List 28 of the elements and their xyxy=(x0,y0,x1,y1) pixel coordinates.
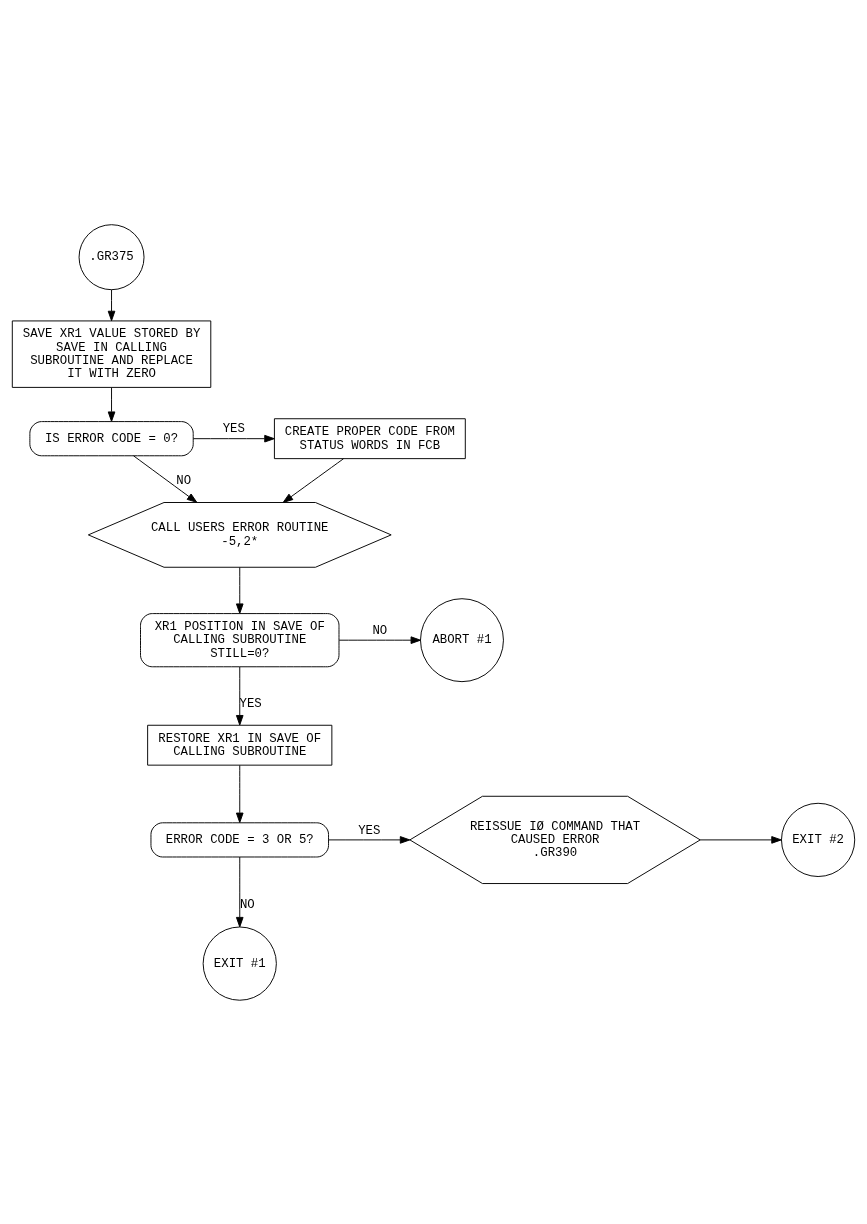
node-circle: EXIT #2 xyxy=(781,802,856,877)
arrow xyxy=(235,566,244,614)
arrow xyxy=(107,288,116,321)
edge-label: YES xyxy=(222,421,245,436)
edge-label: NO xyxy=(372,623,388,638)
edge-label: YES xyxy=(358,823,381,838)
node-box: IS ERROR CODE = 0? xyxy=(29,420,194,456)
arrow xyxy=(107,386,116,422)
node-box: ERROR CODE = 3 OR 5? xyxy=(150,821,330,857)
arrow xyxy=(235,764,244,823)
edge-label: NO xyxy=(176,473,192,488)
arrow xyxy=(338,635,422,644)
node-box: XR1 POSITION IN SAVE OF CALLING SUBROUTINE STILL=0? xyxy=(140,612,340,667)
arrow xyxy=(133,454,198,503)
arrow xyxy=(328,835,411,844)
arrow xyxy=(235,665,244,725)
arrow xyxy=(282,457,344,503)
arrow xyxy=(192,434,275,442)
node-circle: .GR375 xyxy=(78,223,145,290)
node-box: SAVE XR1 VALUE STORED BY SAVE IN CALLING SUBROUTINE AND REPLACE IT WITH ZERO xyxy=(11,319,212,388)
node-box: RESTORE XR1 IN SAVE OF CALLING SUBROUTINE xyxy=(147,724,333,766)
node-circle: ABORT #1 xyxy=(420,597,504,682)
edge-label: YES xyxy=(239,696,262,711)
node-circle: EXIT #1 xyxy=(202,926,277,1001)
arrow xyxy=(235,856,244,927)
arrow xyxy=(699,835,782,844)
node-box: CREATE PROPER CODE FROM STATUS WORDS IN FCB xyxy=(273,417,466,459)
edge-label: NO xyxy=(239,897,255,912)
